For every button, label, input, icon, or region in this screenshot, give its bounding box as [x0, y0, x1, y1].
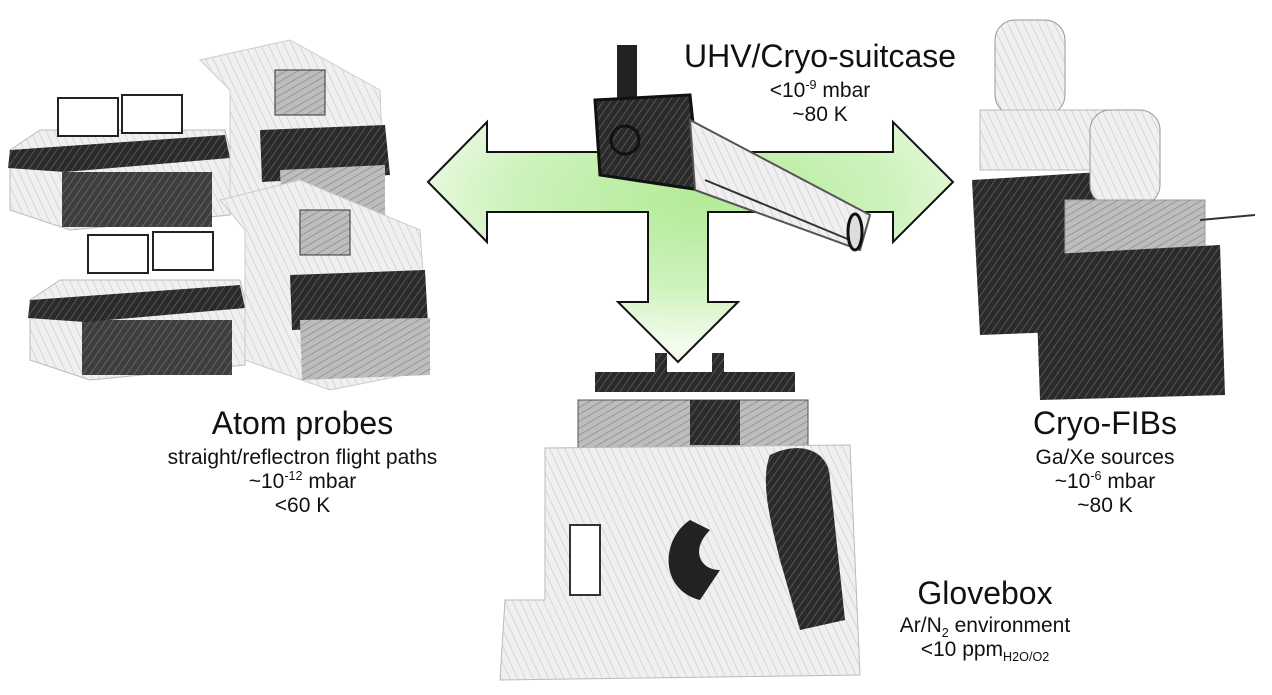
cryo-fibs-label: Cryo-FIBs Ga/Xe sources ~10-6 mbar ~80 K	[990, 405, 1220, 518]
uhv-suitcase-illustration	[593, 45, 872, 252]
glovebox-illustration	[499, 353, 861, 681]
atom-probes-label: Atom probes straight/reflectron flight p…	[110, 405, 495, 518]
cryo-fibs-temperature: ~80 K	[1077, 494, 1133, 518]
atom-probe-illustration	[8, 39, 431, 391]
atom-probes-title: Atom probes	[211, 405, 394, 441]
suitcase-label: UHV/Cryo-suitcase <10-9 mbar ~80 K	[640, 38, 1000, 127]
transfer-arrows	[426, 119, 955, 364]
glovebox-purity: <10 ppmH2O/O2	[920, 637, 1050, 665]
cryo-fib-illustration	[972, 19, 1256, 400]
suitcase-pressure: <10-9 mbar	[769, 77, 871, 102]
cryo-fibs-title: Cryo-FIBs	[1033, 405, 1177, 441]
glovebox-label: Glovebox Ar/N2 environment <10 ppmH2O/O2	[860, 575, 1110, 665]
glovebox-environment: Ar/N2 environment	[899, 613, 1071, 640]
atom-probes-temperature: <60 K	[274, 494, 331, 518]
cryo-fibs-pressure: ~10-6 mbar	[1054, 468, 1156, 493]
atom-probes-pressure: ~10-12 mbar	[248, 468, 357, 493]
suitcase-temperature: ~80 K	[792, 102, 848, 126]
suitcase-title: UHV/Cryo-suitcase	[683, 38, 957, 74]
glovebox-title: Glovebox	[917, 575, 1053, 611]
cryo-fibs-detail: Ga/Xe sources	[1035, 445, 1175, 469]
atom-probes-detail: straight/reflectron flight paths	[167, 445, 438, 469]
